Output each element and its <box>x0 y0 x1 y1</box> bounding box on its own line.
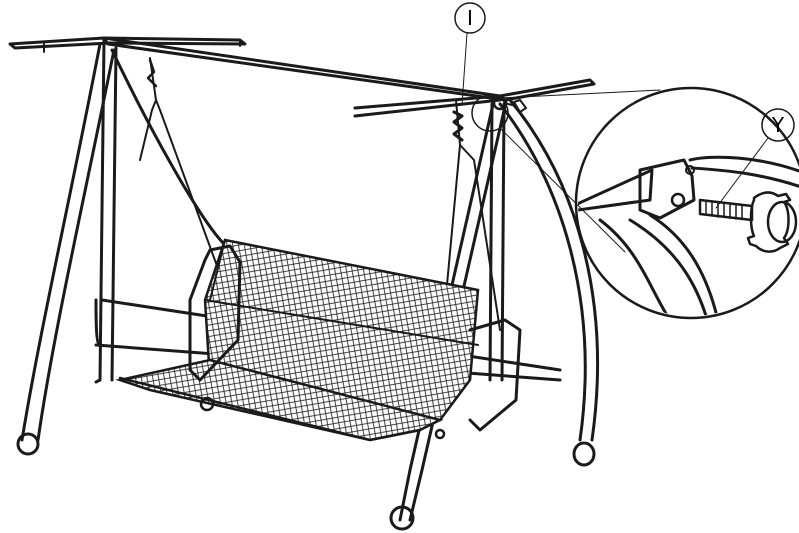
bolt-detail <box>698 191 798 253</box>
hanging-chains <box>139 57 501 361</box>
detail-leader-bottom <box>499 127 626 253</box>
callout-i-label: I <box>467 6 473 30</box>
right-a-frame <box>389 98 599 531</box>
callout-i: I <box>454 2 486 106</box>
bolt-y-location <box>471 94 527 132</box>
detail-leader-top <box>499 89 661 99</box>
detail-magnifier <box>574 86 799 320</box>
callout-y-label: Y <box>771 113 785 137</box>
callout-y: Y <box>715 108 795 209</box>
swing-seat <box>115 238 522 442</box>
